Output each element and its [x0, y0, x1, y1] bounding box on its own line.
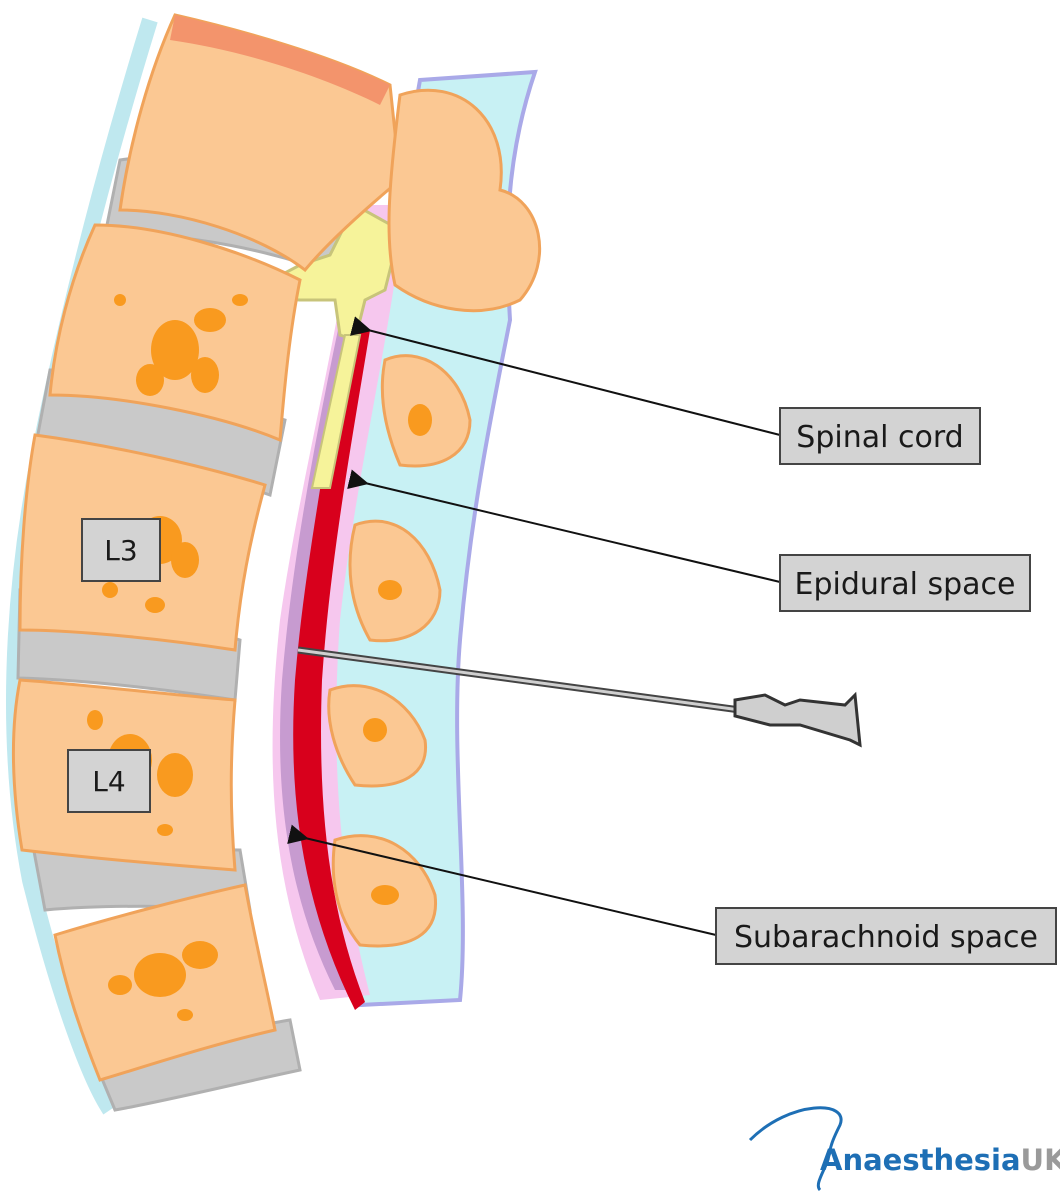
needle-hub — [733, 691, 862, 748]
anterior-ligament — [5, 17, 158, 1115]
pointer-arrows — [287, 316, 781, 936]
vertebra-top-cap — [170, 15, 390, 105]
vertebra-label-l4: L4 — [67, 749, 151, 813]
vertebra-label-l3-text: L3 — [104, 534, 137, 567]
arrow-spinal-cord — [350, 316, 781, 436]
spinal-needle — [297, 646, 862, 748]
svg-text:AnaesthesiaUK: AnaesthesiaUK — [820, 1143, 1060, 1177]
logo-text-uk: UK — [1021, 1143, 1060, 1177]
spinous-spots — [363, 404, 432, 905]
label-spinal-cord-text: Spinal cord — [796, 420, 963, 455]
label-subarachnoid-space-text: Subarachnoid space — [734, 920, 1038, 955]
arrow-subarachnoid-space — [287, 824, 717, 936]
label-epidural-space-text: Epidural space — [795, 567, 1016, 602]
vertebra-label-l3: L3 — [81, 518, 161, 582]
label-spinal-cord: Spinal cord — [779, 407, 981, 465]
logo-swoosh-icon — [748, 1106, 843, 1192]
anaesthesiauk-logo: AnaesthesiaUK — [748, 1106, 1060, 1192]
logo-text-anaesthesia: Anaesthesia — [820, 1143, 1021, 1177]
arrow-epidural-space — [347, 469, 781, 583]
needle-shaft-highlight — [297, 648, 741, 712]
facet-top — [387, 88, 542, 313]
vertebra-label-l4-text: L4 — [92, 765, 125, 798]
label-epidural-space: Epidural space — [779, 554, 1031, 612]
label-subarachnoid-space: Subarachnoid space — [715, 907, 1057, 965]
